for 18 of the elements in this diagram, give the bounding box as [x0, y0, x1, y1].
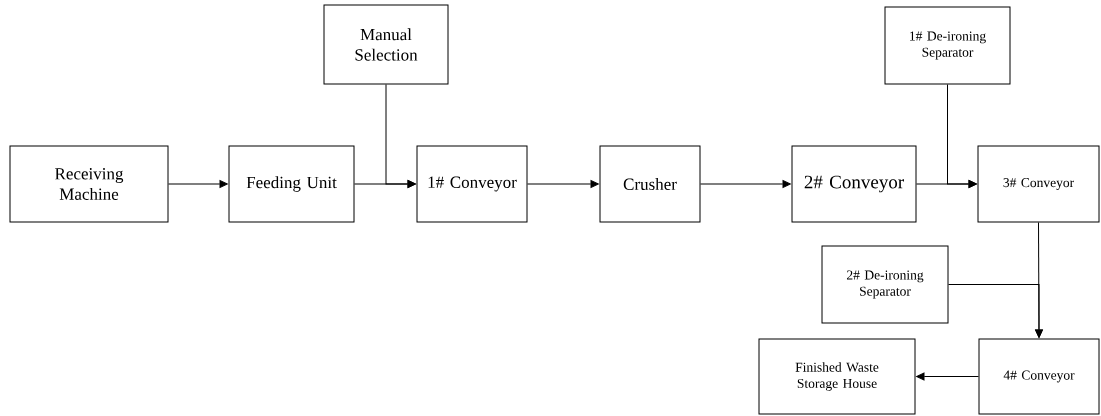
process-box: Feeding Unit — [228, 145, 355, 223]
process-box: Crusher — [599, 145, 701, 223]
arrow — [385, 84, 416, 188]
process-box: 2# De-ironing Separator — [821, 245, 949, 324]
process-box: 1# De-ironing Separator — [884, 6, 1011, 85]
arrow — [916, 372, 979, 381]
arrow — [527, 180, 599, 188]
process-box: Receiving Machine — [9, 145, 169, 223]
process-box: Manual Selection — [323, 4, 449, 85]
process-box: Finished Waste Storage House — [758, 338, 916, 415]
process-box: 4# Conveyor — [978, 338, 1100, 415]
arrow — [947, 84, 977, 188]
arrow — [948, 284, 1043, 338]
process-box: 2# Conveyor — [791, 145, 917, 223]
arrow — [700, 180, 791, 188]
process-box: 3# Conveyor — [977, 145, 1100, 223]
arrow — [168, 180, 228, 188]
process-box: 1# Conveyor — [416, 145, 528, 223]
